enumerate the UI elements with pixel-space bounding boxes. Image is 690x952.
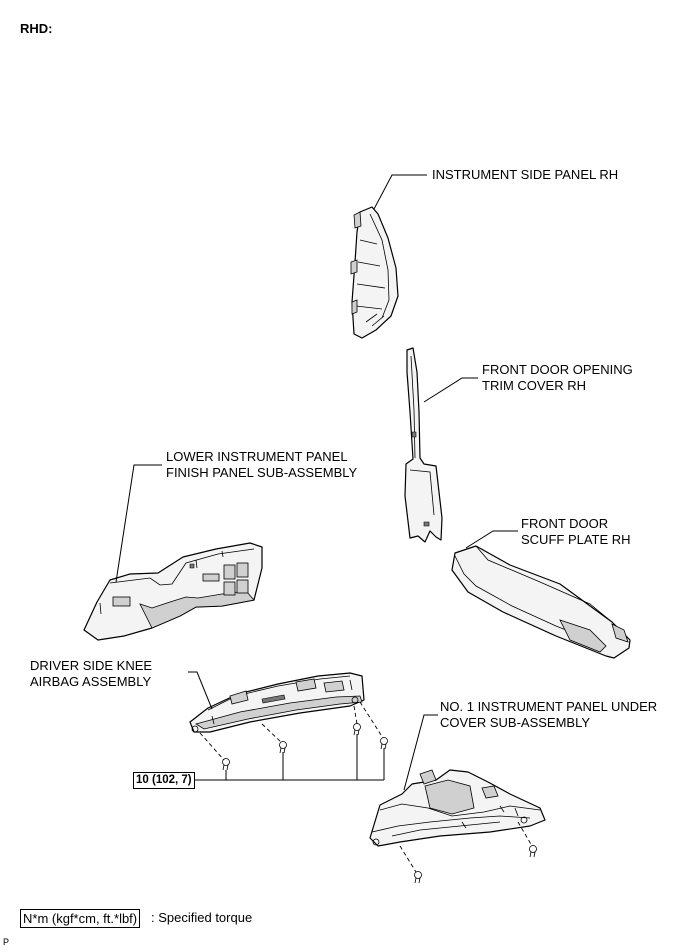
driver-side-knee-airbag-assembly bbox=[189, 672, 365, 733]
label-under-cover-line1: NO. 1 INSTRUMENT PANEL UNDER bbox=[440, 699, 658, 714]
legend-description: : Specified torque bbox=[151, 910, 253, 925]
label-front-door-opening-trim-line2: TRIM COVER RH bbox=[482, 378, 586, 393]
bolt-icon bbox=[279, 741, 287, 754]
bolt-icon bbox=[222, 758, 230, 771]
label-under-cover-line2: COVER SUB-ASSEMBLY bbox=[440, 715, 591, 730]
bolt-icon bbox=[414, 871, 422, 884]
label-instrument-side-panel-rh: INSTRUMENT SIDE PANEL RH bbox=[432, 167, 619, 182]
bolt-icon bbox=[353, 723, 361, 736]
front-door-scuff-plate-rh bbox=[451, 545, 631, 659]
no1-instrument-panel-under-cover bbox=[369, 769, 546, 847]
label-lower-instrument-panel-line2: FINISH PANEL SUB-ASSEMBLY bbox=[166, 465, 358, 480]
label-driver-side-knee-airbag-line2: AIRBAG ASSEMBLY bbox=[30, 674, 152, 689]
torque-value-box: 10 (102, 7) bbox=[133, 772, 195, 789]
label-driver-side-knee-airbag-line1: DRIVER SIDE KNEE bbox=[30, 658, 153, 673]
label-front-door-opening-trim-line1: FRONT DOOR OPENING bbox=[482, 362, 633, 377]
bolt-icon bbox=[529, 845, 537, 858]
leader-lines bbox=[115, 174, 518, 791]
torque-bracket bbox=[194, 734, 385, 781]
label-front-door-scuff-plate-line2: SCUFF PLATE RH bbox=[521, 532, 631, 547]
front-door-opening-trim-cover-rh bbox=[404, 347, 443, 543]
label-front-door-scuff-plate-line1: FRONT DOOR bbox=[521, 516, 609, 531]
bolt-set bbox=[199, 701, 537, 884]
bolt-icon bbox=[380, 737, 388, 750]
legend-unit-box: N*m (kgf*cm, ft.*lbf) bbox=[20, 909, 141, 928]
label-lower-instrument-panel-line1: LOWER INSTRUMENT PANEL bbox=[166, 449, 348, 464]
lower-instrument-panel-finish-panel bbox=[83, 542, 263, 641]
figure-code: P bbox=[3, 937, 10, 947]
variant-heading: RHD: bbox=[20, 21, 53, 36]
instrument-side-panel-rh bbox=[350, 206, 399, 339]
